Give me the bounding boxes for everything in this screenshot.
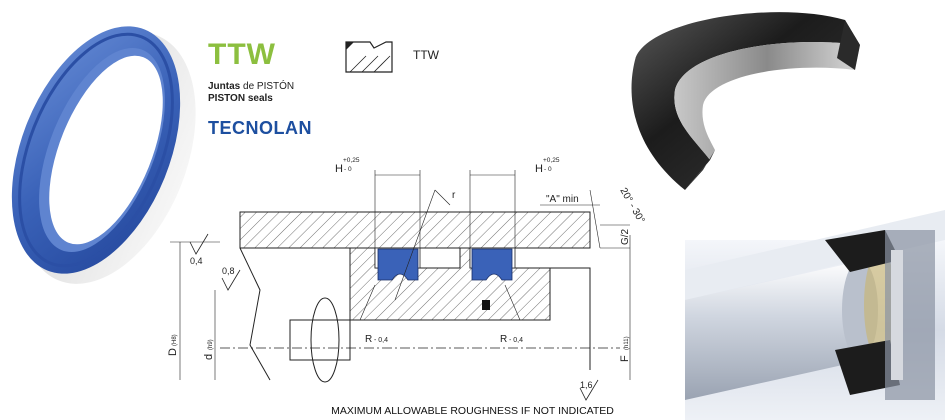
dim-h-left-tol-upper: +0,25 (343, 157, 360, 164)
roughness-symbol-3 (579, 379, 599, 401)
brand-subtitle-es-bold: Juntas (208, 81, 241, 92)
dim-d-small-tol: (h9) (208, 339, 214, 350)
seal-profile-symbol (345, 41, 393, 73)
seal-right (471, 248, 513, 281)
seal-left (377, 248, 419, 281)
dim-f-tol: (h11) (624, 336, 630, 350)
series-title: TTW (208, 38, 276, 71)
dim-h-right: H (535, 163, 543, 175)
roughness-value-2: 0,8 (222, 266, 235, 276)
roughness-caption: MAXIMUM ALLOWABLE ROUGHNESS IF NOT INDIC… (331, 405, 614, 417)
profile-label: TTW (413, 48, 439, 62)
label-angle: 20° - 30° (617, 186, 646, 225)
dim-d-big-tol: (H8) (172, 334, 178, 346)
label-r-left: R (365, 334, 372, 345)
brand-subtitle-es: Juntas de PISTÓN (208, 81, 294, 92)
roughness-symbol-1 (189, 233, 209, 255)
dim-h-right-tol-upper: +0,25 (543, 157, 560, 164)
blue-seal-photo (11, 26, 196, 284)
label-a-min: "A" min (546, 194, 579, 205)
dim-d-small: d (203, 354, 215, 360)
brand-subtitle-en: PISTON seals (208, 93, 273, 104)
label-r-right-val: - 0,4 (509, 337, 523, 344)
label-g2: G/2 (620, 228, 631, 245)
dim-d-big: D (167, 348, 179, 356)
label-r-left-val: - 0,4 (374, 337, 388, 344)
housing-section (239, 211, 591, 249)
technical-drawing: H +0,25 - 0 H +0,25 - 0 r "A" min 20° - … (167, 157, 646, 401)
company-logo: TECNOLAN (208, 118, 312, 138)
dim-f: F (619, 355, 631, 362)
brand-subtitle-es-rest: de PISTÓN (240, 81, 295, 92)
roughness-symbol-2 (221, 269, 241, 291)
black-seal-photo (631, 12, 860, 191)
label-radius-r: r (452, 190, 456, 201)
label-r-right: R (500, 334, 507, 345)
roughness-value-3: 1,6 (580, 380, 593, 390)
dim-h-left: H (335, 163, 343, 175)
roughness-value-1: 0,4 (190, 256, 203, 266)
dim-h-left-tol-lower: - 0 (344, 166, 352, 173)
dim-h-right-tol-lower: - 0 (544, 166, 552, 173)
cylinder-cutaway-photo (685, 210, 945, 420)
